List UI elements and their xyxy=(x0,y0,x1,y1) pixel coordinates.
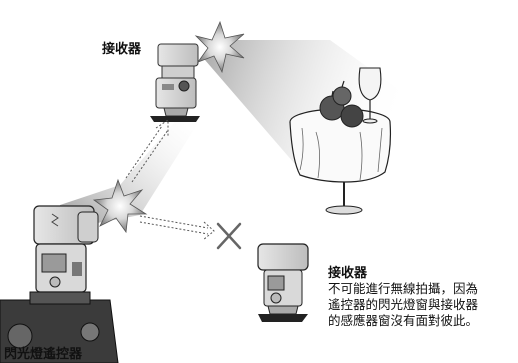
commander-starburst-icon xyxy=(92,178,148,234)
top-receiver-label: 接收器 xyxy=(102,42,142,57)
signal-arrow-to-right-receiver xyxy=(139,215,215,241)
table-fruit-wine-icon xyxy=(289,67,392,215)
top-receiver-starburst-icon xyxy=(194,20,245,74)
commander-flash-on-camera xyxy=(0,205,119,363)
right-receiver-flash xyxy=(257,243,309,322)
top-receiver-flash xyxy=(150,43,200,122)
signal-arrow-to-top-receiver xyxy=(125,119,169,183)
right-receiver-note-line: 不可能進行無線拍攝，因為 xyxy=(328,281,479,296)
right-receiver-note: 不可能進行無線拍攝，因為 遙控器的閃光燈窗與接收器 的感應器窗沒有面對彼此。 xyxy=(328,281,478,329)
blocked-cross-mark-icon xyxy=(216,222,242,250)
right-receiver-note-line: 遙控器的閃光燈窗與接收器 xyxy=(328,297,479,312)
commander-label: 閃光燈遙控器 xyxy=(4,347,83,362)
right-receiver-note-line: 的感應器窗沒有面對彼此。 xyxy=(328,313,479,328)
right-receiver-title: 接收器 xyxy=(328,266,368,281)
